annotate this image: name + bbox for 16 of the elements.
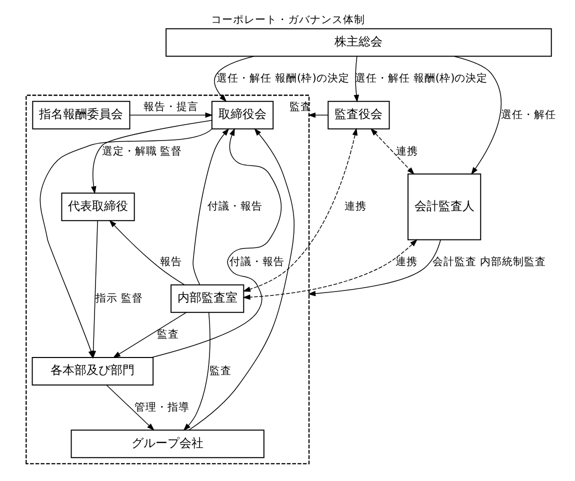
edge-label: 選任・解任 報酬(枠)の決定 [216,72,349,85]
edge-label: 会計監査 内部統制監査 [432,255,546,268]
edge-label: 付議・報告 [206,200,262,213]
edge-label: 監査 [209,364,232,378]
edge-label: 連携 [396,144,418,158]
edge-label: 監査 [156,328,178,341]
edge-label: 連携 [344,200,366,213]
edge-label: 報告・提言 [142,100,198,113]
diagram-title: コーポレート・ガバナンス体制 [210,12,364,26]
edge-label: 管理・指導 [134,400,190,414]
edge-label: 報告 [160,255,182,268]
edge-label: 指示 監督 [95,291,143,304]
edge-label: 付議・報告 [229,255,284,268]
edge-label: 連携 [394,255,417,268]
edge-label: 選任・解任 [500,108,556,121]
edge-label: 選定・解職 監督 [101,144,182,158]
